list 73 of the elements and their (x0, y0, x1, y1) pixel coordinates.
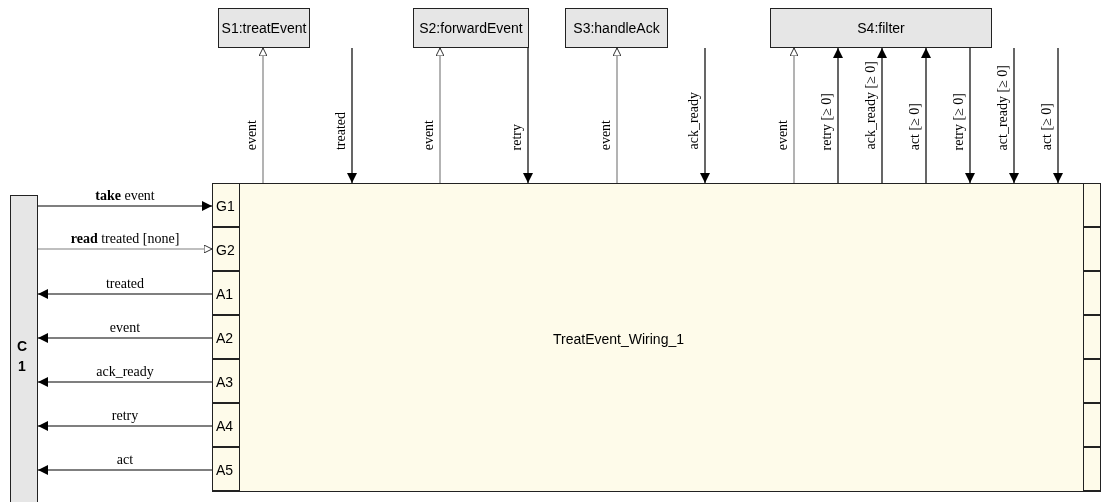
edge-label: act (115, 452, 135, 468)
edge-label: take event (94, 188, 156, 204)
arrow (833, 47, 843, 184)
arrow (965, 47, 975, 184)
port-box (212, 315, 240, 359)
arrow (37, 333, 213, 343)
arrow (877, 47, 887, 184)
edge-label: event (108, 320, 142, 336)
port-box (1083, 315, 1101, 359)
service-name: S3:handleAck (572, 20, 661, 36)
arrow (347, 47, 357, 184)
service-box (218, 8, 310, 48)
arrow (523, 47, 533, 184)
edge-label: retry [≥ 0] (819, 92, 835, 150)
port-box (212, 403, 240, 447)
arrow (37, 289, 213, 299)
service-box (770, 8, 992, 48)
port-label: G2 (216, 242, 235, 258)
edge-label: retry [≥ 0] (951, 92, 967, 150)
port-label: A5 (216, 462, 234, 478)
arrow (1053, 47, 1063, 184)
port-box (1083, 227, 1101, 271)
port-box (212, 227, 240, 271)
port-box (1083, 271, 1101, 315)
edge-label: read treated [none] (69, 231, 181, 247)
port-label: G1 (216, 198, 235, 214)
edge-label: act [≥ 0] (907, 102, 923, 150)
port-box (1083, 183, 1101, 227)
edge-label: event (244, 119, 260, 150)
port-box (212, 183, 240, 227)
arrow (37, 377, 213, 387)
arrow (37, 244, 213, 254)
arrow (612, 47, 622, 184)
edge-label: event (775, 119, 791, 150)
edge-label: treated (104, 276, 146, 292)
port-label: A4 (216, 418, 234, 434)
edge-label: event (598, 119, 614, 150)
arrow (37, 201, 213, 211)
arrow (1009, 47, 1019, 184)
port-box (1083, 359, 1101, 403)
arrow (700, 47, 710, 184)
port-label: A2 (216, 330, 234, 346)
component-name: C 1 (17, 337, 27, 376)
arrow (789, 47, 799, 184)
port-label: A3 (216, 374, 234, 390)
port-box (1083, 403, 1101, 447)
port-box (212, 359, 240, 403)
arrow (435, 47, 445, 184)
edge-label: retry (110, 408, 140, 424)
port-box (212, 271, 240, 315)
service-box (565, 8, 668, 48)
service-name: S4:filter (856, 20, 906, 36)
arrow (37, 421, 213, 431)
edge-label: act_ready [≥ 0] (995, 64, 1011, 150)
service-name: S2:forwardEvent (418, 20, 524, 36)
edge-label: ack_ready (686, 92, 702, 150)
edge-label: act [≥ 0] (1039, 102, 1055, 150)
edge-label: treated (333, 111, 349, 150)
edge-label: ack_ready [≥ 0] (863, 61, 879, 150)
edge-label: retry (509, 123, 525, 150)
port-box (212, 447, 240, 491)
service-name: S1:treatEvent (220, 20, 308, 36)
component-bar (10, 195, 38, 502)
arrow (921, 47, 931, 184)
edge-label: ack_ready (95, 364, 155, 380)
wiring-name: TreatEvent_Wiring_1 (553, 331, 684, 347)
arrow (37, 465, 213, 475)
service-box (413, 8, 529, 48)
edge-label: event (421, 119, 437, 150)
port-label: A1 (216, 286, 234, 302)
arrow (258, 47, 268, 184)
wiring-box (212, 183, 1101, 492)
port-box (1083, 447, 1101, 491)
